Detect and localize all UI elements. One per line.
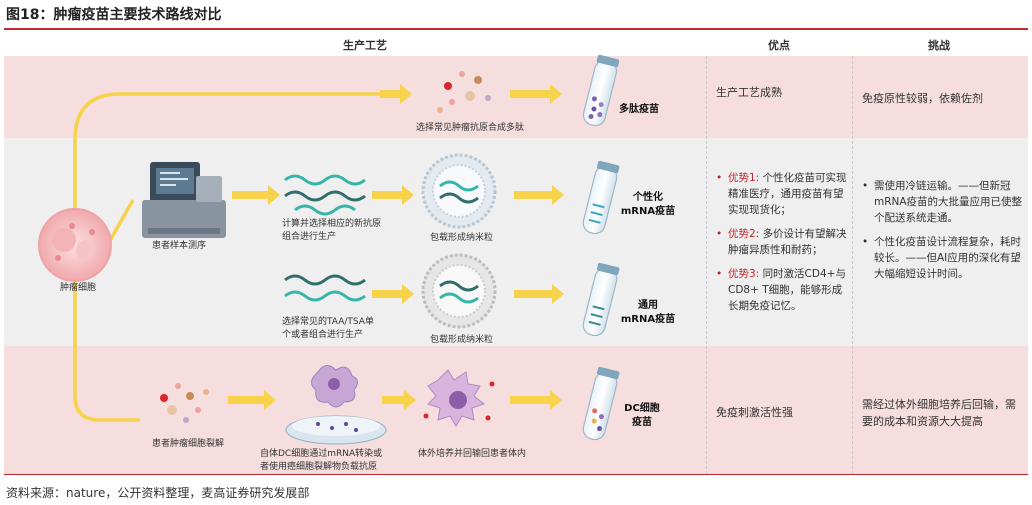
top-rule: [4, 28, 1028, 30]
lipid-nanoparticle-icon-2: [421, 253, 497, 329]
mrna-challenge-item: 个性化疫苗设计流程复杂，耗时较长。——但AI应用的深化有望大幅缩短设计时间。: [862, 234, 1024, 282]
arrow: [382, 390, 416, 410]
peptide-advantage: 生产工艺成熟: [716, 86, 782, 99]
column-separator: [706, 56, 707, 474]
arrow: [510, 390, 562, 410]
lipid-nanoparticle-icon-1: [421, 153, 497, 229]
personal-mrna-vaccine-tube-icon: [582, 160, 620, 235]
tumor-cell-label: 肿瘤细胞: [60, 283, 97, 293]
dna-strands-icon-1: [284, 174, 366, 216]
source-note: 资料来源：nature，公开资料整理，麦高证券研究发展部: [6, 486, 310, 500]
peptide-vaccine-tube-icon: [582, 54, 620, 127]
advantage-tag: 优势3:: [728, 268, 760, 280]
lnp-label-2: 包载形成纳米粒: [430, 335, 494, 345]
figure-title: 图18：肿瘤疫苗主要技术路线对比: [6, 7, 222, 23]
common-mrna-vaccine-tube-icon: [582, 262, 620, 337]
dc-loading-label: 自体DC细胞通过mRNA转染或者使用癌细胞裂解物负载抗原: [260, 449, 383, 472]
advantage-text: 多价设计有望解决肿瘤异质性和耐药；: [728, 228, 847, 256]
arrow: [510, 84, 562, 104]
personal-mrna-vaccine-label: 个性化 mRNA疫苗: [620, 192, 676, 217]
header-process: 生产工艺: [343, 39, 387, 52]
bottom-rule: [4, 474, 1028, 475]
mrna-challenges-list: 需使用冷链运输。——但新冠mRNA疫苗的大批量应用已使整个配送系统走通。 个性化…: [862, 178, 1024, 290]
reinfusion-label: 体外培养并回输回患者体内: [418, 449, 527, 459]
mrna-challenge-item: 需使用冷链运输。——但新冠mRNA疫苗的大批量应用已使整个配送系统走通。: [862, 178, 1024, 226]
header-advantages: 优点: [768, 39, 790, 52]
dc-vaccine-tube-icon: [582, 366, 620, 441]
advantage-tag: 优势2:: [728, 228, 760, 240]
arrow: [380, 84, 412, 104]
dc-challenge: 需经过体外细胞培养后回输，需要的成本和资源大大提高: [862, 398, 1016, 428]
dc-advantage: 免疫刺激活性强: [716, 406, 793, 419]
common-mrna-vaccine-label: 通用 mRNA疫苗: [620, 300, 676, 325]
activated-dc-icon: [423, 369, 495, 427]
mrna-advantage-item: 优势3: 同时激活CD4+与CD8+ T细胞，能够形成长期免疫记忆。: [716, 266, 850, 314]
arrow: [372, 284, 414, 304]
advantage-text: 个性化疫苗可实现精准医疗，通用疫苗有望实现现货化；: [728, 172, 847, 216]
neoantigen-selection-label: 计算并选择相应的新抗原组合进行生产: [282, 219, 382, 242]
sequencer-icon: [142, 162, 226, 238]
dc-vaccine-label: DC细胞 疫苗: [624, 403, 660, 428]
cell-lysate-icon: [160, 383, 209, 423]
sequencing-label: 患者样本测序: [152, 241, 207, 251]
peptide-synthesis-label: 选择常见肿瘤抗原合成多肽: [416, 123, 525, 133]
column-separator: [852, 56, 853, 474]
lnp-label-1: 包载形成纳米粒: [430, 233, 494, 243]
arrow: [514, 185, 564, 205]
peptide-vaccine-label: 多肽疫苗: [619, 104, 659, 115]
arrow: [232, 185, 280, 205]
header-challenges: 挑战: [928, 39, 950, 52]
common-antigen-selection-label: 选择常见的TAA/TSA单个或者组合进行生产: [282, 317, 374, 340]
arrow: [514, 284, 564, 304]
advantage-tag: 优势1:: [728, 172, 760, 184]
advantage-text: 同时激活CD4+与CD8+ T细胞，能够形成长期免疫记忆。: [728, 268, 846, 312]
mrna-advantage-item: 优势1: 个性化疫苗可实现精准医疗，通用疫苗有望实现现货化；: [716, 170, 850, 218]
arrow: [372, 185, 414, 205]
peptide-challenge: 免疫原性较弱，依赖佐剂: [862, 92, 983, 105]
arrow: [228, 390, 276, 410]
peptide-particles-icon: [437, 71, 491, 113]
mrna-advantages-list: 优势1: 个性化疫苗可实现精准医疗，通用疫苗有望实现现货化； 优势2: 多价设计…: [716, 170, 850, 322]
dendritic-cell-petri-icon: [285, 365, 387, 445]
flow-arrows: [228, 84, 564, 410]
cell-lysis-label: 患者肿瘤细胞裂解: [152, 439, 225, 449]
tumor-cell-icon: [38, 208, 112, 282]
dna-strands-icon-2: [284, 274, 366, 302]
mrna-advantage-item: 优势2: 多价设计有望解决肿瘤异质性和耐药；: [716, 226, 850, 258]
